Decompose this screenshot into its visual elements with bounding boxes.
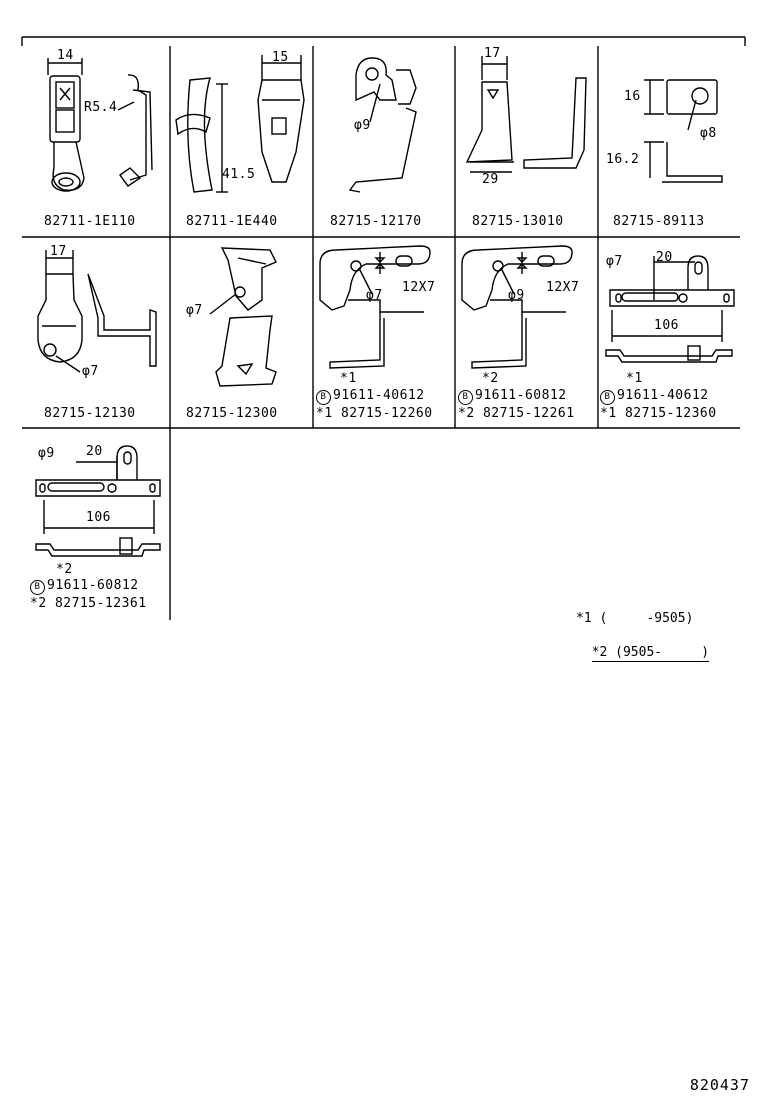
dim-label: φ9 [38, 446, 55, 461]
bolt-part-number: 91611-60812 [47, 578, 139, 593]
part-drawing-82715-12260 [319, 245, 431, 369]
part-number-82715-12300: 82715-12300 [186, 406, 278, 421]
sheet-code: 820437 [689, 1076, 750, 1094]
part-drawing-82715-12360 [605, 255, 735, 363]
part-drawing-82715-12261 [461, 245, 573, 369]
part-drawing-82715-12300 [209, 247, 277, 387]
part-number-82711-1E110: 82711-1E110 [44, 214, 136, 229]
dim-label: φ7 [186, 303, 203, 318]
legend-row: *1 ( -9505) [576, 610, 709, 627]
part-drawing-82715-12130 [37, 250, 157, 373]
star-note: *2 [482, 371, 499, 386]
bolt-marker-icon: B [316, 390, 331, 405]
part-number-82715-12130: 82715-12130 [44, 406, 136, 421]
part-drawing-82711-1E110 [47, 58, 153, 192]
star-note: *1 [340, 371, 357, 386]
dim-label: 14 [57, 48, 74, 63]
dim-label: 16.2 [606, 152, 640, 167]
star-note: *2 [56, 562, 73, 577]
date-legend: *1 ( -9505) *2 (9505- ) [576, 576, 710, 662]
star-note: *1 [626, 371, 643, 386]
part-drawing-82715-89113 [644, 79, 723, 183]
alt-part-number: *2 82715-12261 [458, 406, 575, 421]
part-drawing-82715-12361 [35, 445, 161, 557]
bolt-marker-icon: B [600, 390, 615, 405]
bolt-marker-icon: B [30, 580, 45, 595]
part-number-82715-12170: 82715-12170 [330, 214, 422, 229]
part-number-82711-1E440: 82711-1E440 [186, 214, 278, 229]
bolt-part-number: 91611-40612 [333, 388, 425, 403]
legend-key: *2 [591, 645, 608, 660]
part-drawing-82715-13010 [465, 56, 587, 173]
dim-label: φ7 [366, 288, 383, 303]
bolt-part-number: 91611-60812 [475, 388, 567, 403]
dim-label: 29 [482, 172, 499, 187]
legend-range: ( -9505) [599, 611, 694, 626]
dim-label: 20 [656, 250, 673, 265]
alt-part-number: *1 82715-12260 [316, 406, 433, 421]
part-number-82715-89113: 82715-89113 [613, 214, 705, 229]
dim-label: 41.5 [222, 167, 256, 182]
alt-part-number: *2 82715-12361 [30, 596, 147, 611]
dim-label: 15 [272, 50, 289, 65]
bolt-part-number: 91611-40612 [617, 388, 709, 403]
alt-part-number: *1 82715-12360 [600, 406, 717, 421]
legend-key: *1 [576, 611, 592, 626]
dim-label: φ7 [606, 254, 623, 269]
bolt-marker-icon: B [458, 390, 473, 405]
dim-label: φ9 [354, 118, 371, 133]
legend-row: *2 (9505- ) [591, 644, 710, 662]
dim-label: 106 [654, 318, 679, 333]
dim-label: R5.4 [84, 100, 118, 115]
dim-label: φ8 [700, 126, 717, 141]
dim-label: 106 [86, 510, 111, 525]
dim-label: 16 [624, 89, 641, 104]
dim-label: 17 [484, 46, 501, 61]
dim-label: φ7 [82, 364, 99, 379]
grid-lines [22, 46, 740, 620]
dim-label: 17 [50, 244, 67, 259]
dim-label: 12X7 [546, 280, 580, 295]
part-drawing-82715-12170 [348, 57, 417, 193]
legend-range: (9505- ) [615, 645, 710, 660]
part-number-82715-13010: 82715-13010 [472, 214, 564, 229]
part-drawing-82711-1E440 [175, 55, 305, 193]
dim-label: 20 [86, 444, 103, 459]
dim-label: 12X7 [402, 280, 436, 295]
dim-label: φ9 [508, 288, 525, 303]
